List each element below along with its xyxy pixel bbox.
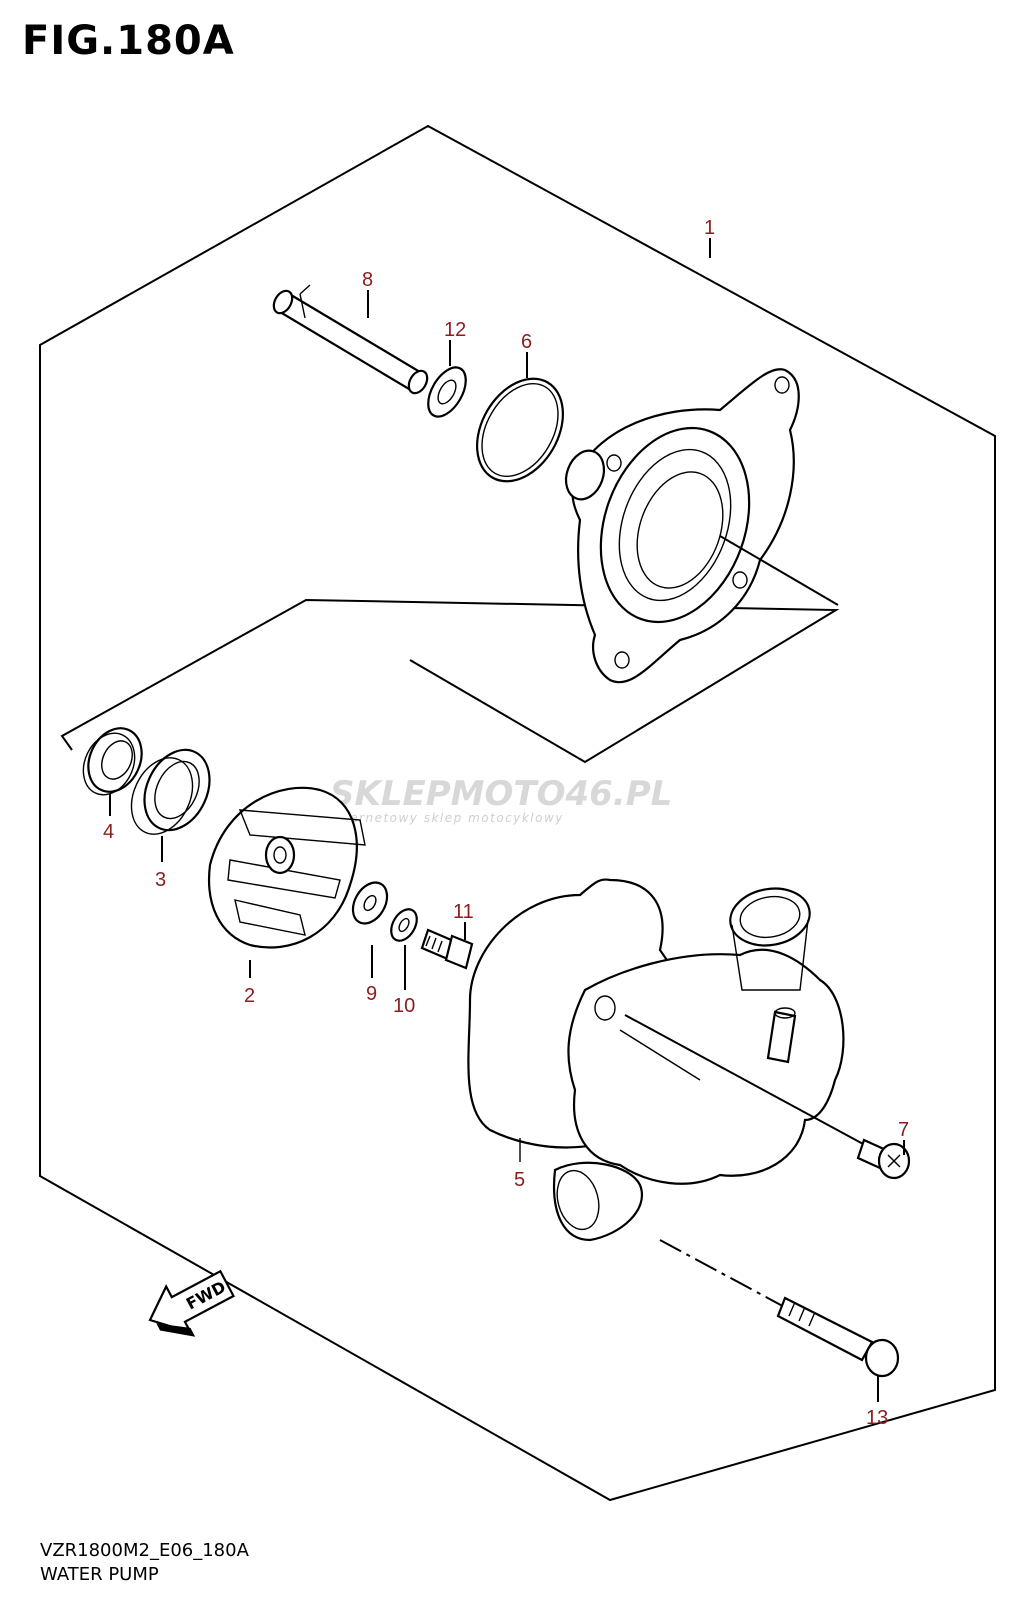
kit-outline [60,598,840,764]
callout-7: 7 [898,1119,909,1141]
watermark-tagline: internetowy sklep motocyklowy [330,811,564,825]
part-6-o-ring [476,377,564,483]
part-7-bolt [624,1014,911,1180]
callouts: 1 2 3 4 5 6 7 8 9 10 11 12 13 [103,217,909,1429]
fwd-arrow: FWD [148,1269,235,1337]
figure-title: FIG.180A [22,18,235,64]
callout-3: 3 [155,869,166,891]
part-3-mechanical-seal [130,748,211,835]
part-9-washer [351,881,389,925]
callout-6: 6 [521,331,532,353]
assembly-outline [39,124,996,1502]
part-2-impeller [208,786,366,949]
callout-11: 11 [453,901,474,923]
callout-1: 1 [704,217,715,239]
part-12-washer [427,366,467,418]
part-1-pump-cover [564,368,839,684]
watermark-brand: SKLEPMOTO46.PL [330,774,672,814]
part-13-bolt [659,1239,900,1378]
pump-body [552,887,845,1242]
model-code: VZR1800M2_E06_180A [40,1540,249,1561]
callout-4: 4 [103,821,114,843]
callout-5: 5 [514,1169,525,1191]
callout-13: 13 [866,1407,888,1429]
part-8-shaft [272,284,429,395]
callout-8: 8 [362,269,373,291]
part-10-washer [390,908,418,942]
callout-12: 12 [444,319,466,341]
part-4-oil-seal [82,727,143,796]
callout-9: 9 [366,983,377,1005]
leader-lines [109,238,905,1402]
watermark: SKLEPMOTO46.PL internetowy sklep motocyk… [330,774,672,825]
part-11-bolt [420,928,474,970]
callout-2: 2 [244,985,255,1007]
figure-name: WATER PUMP [40,1564,159,1585]
callout-10: 10 [393,995,415,1017]
